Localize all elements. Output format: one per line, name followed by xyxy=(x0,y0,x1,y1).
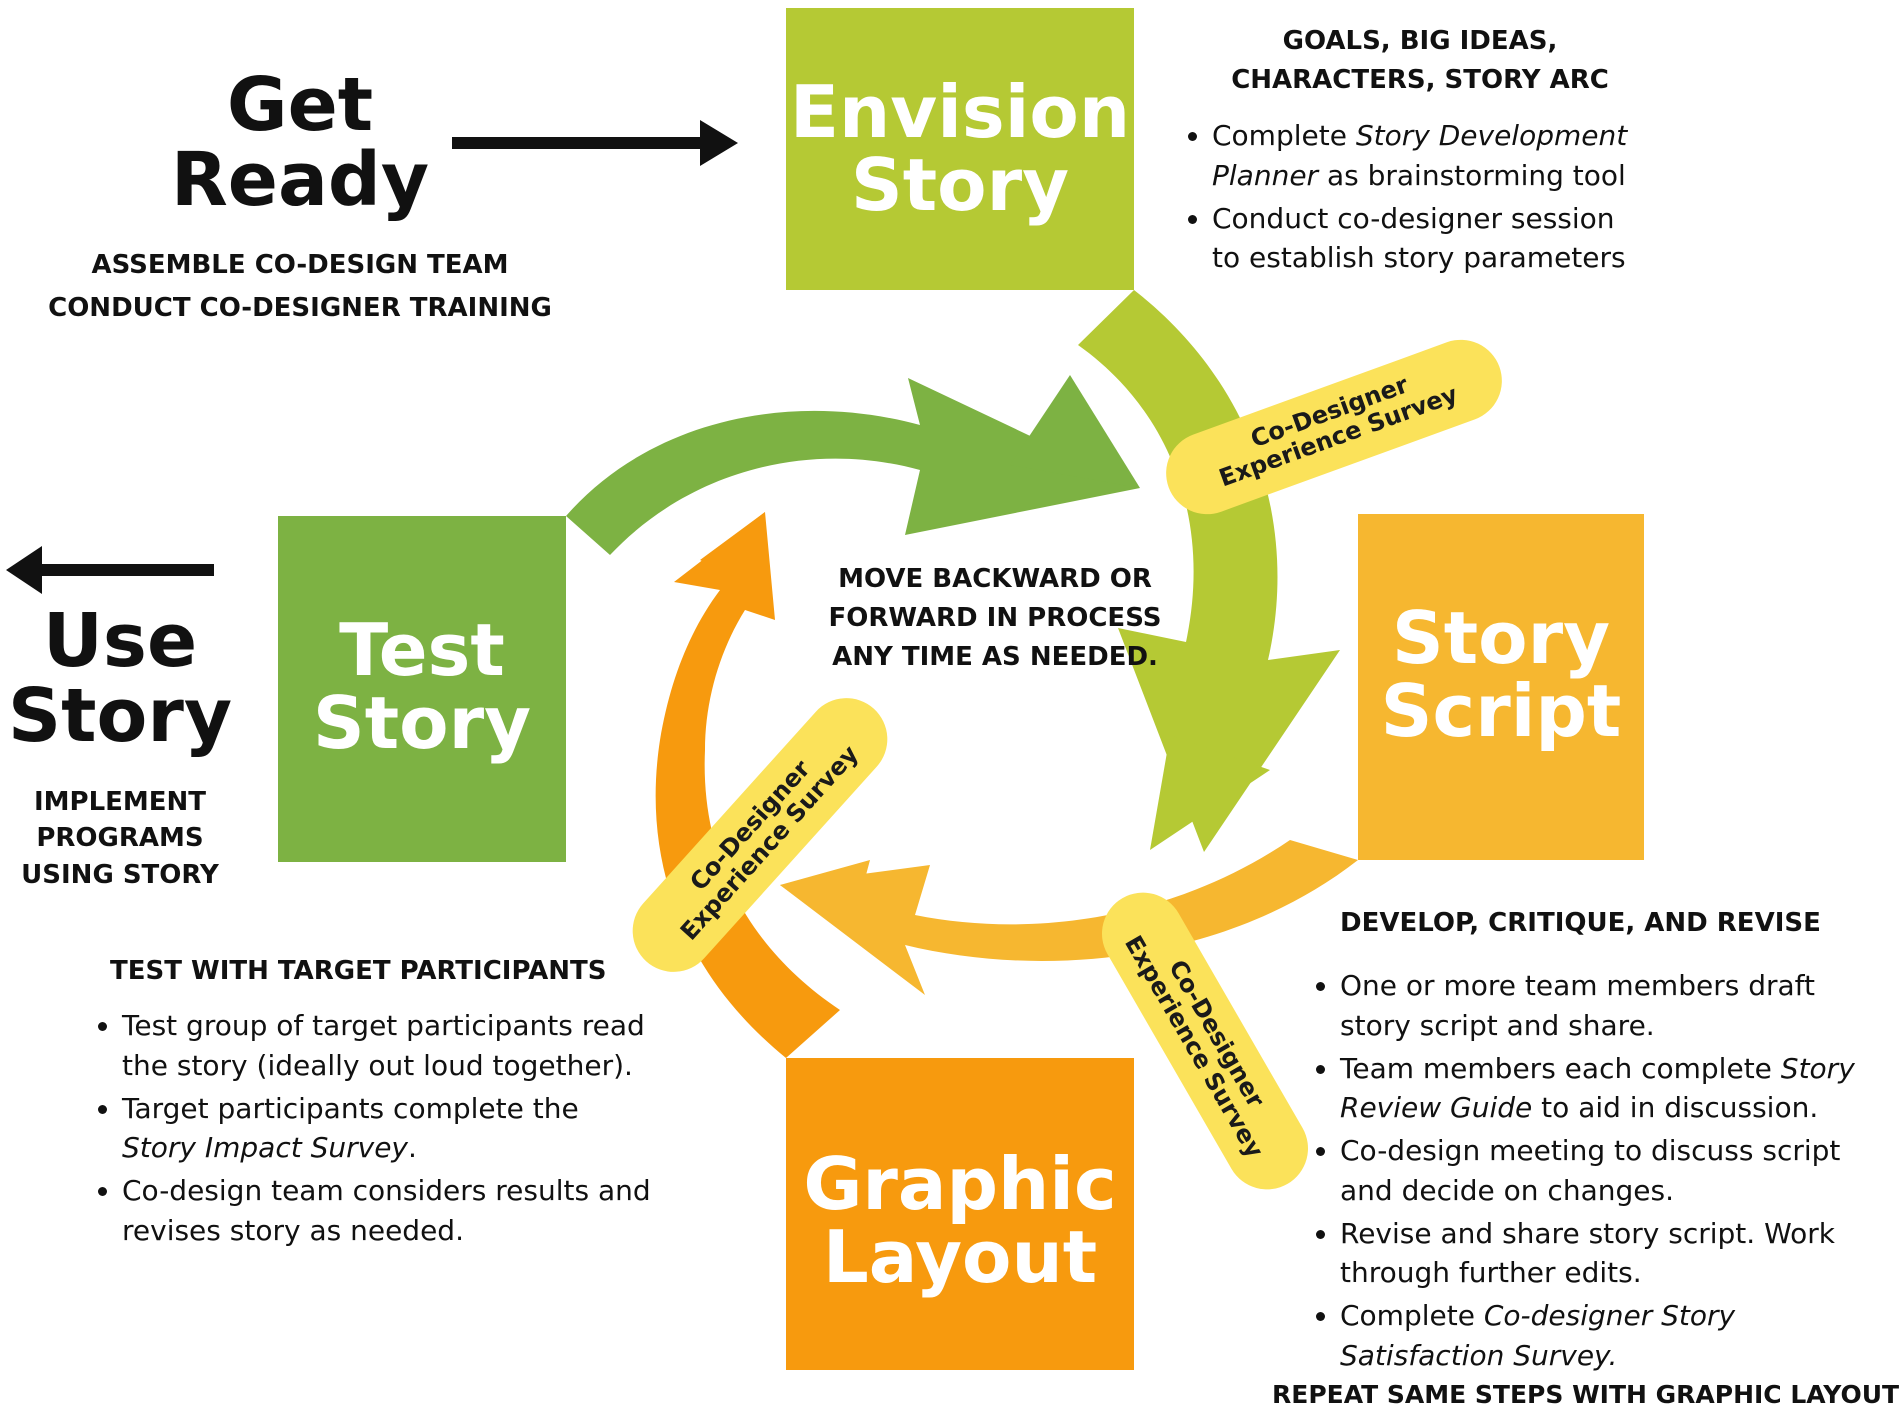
envision-story-title: Envision Story xyxy=(786,70,1134,228)
test-bullet: Target participants complete the Story I… xyxy=(122,1089,658,1169)
test-title-line1: Test xyxy=(339,608,505,692)
envision-bullet: Complete Story Development Planner as br… xyxy=(1212,116,1648,196)
use-story-line1: Use xyxy=(42,598,198,684)
use-story-step: PROGRAMS xyxy=(36,823,204,854)
test-bullet: Co-design team considers results and rev… xyxy=(122,1171,658,1251)
get-ready-title: Get Ready xyxy=(150,62,450,224)
envision-notes: Complete Story Development Planner as br… xyxy=(1178,116,1648,281)
script-title-line1: Story xyxy=(1391,596,1611,680)
envision-heading-line1: GOALS, BIG IDEAS, xyxy=(1282,26,1558,56)
center-line: MOVE BACKWARD OR xyxy=(838,564,1152,594)
use-story-step: IMPLEMENT xyxy=(33,787,207,817)
layout-title-line1: Graphic xyxy=(803,1142,1117,1226)
script-bullet: Revise and share story script. Work thro… xyxy=(1340,1214,1866,1294)
inner-arrowhead-script xyxy=(780,860,870,935)
test-heading: TEST WITH TARGET PARTICIPANTS xyxy=(110,956,607,986)
arrow-script-to-layout xyxy=(780,840,1358,995)
survey-pill-envision-script xyxy=(1166,339,1502,515)
get-ready-step: CONDUCT CO-DESIGNER TRAINING xyxy=(48,292,552,323)
inner-arrowhead-layout xyxy=(700,512,765,590)
inner-arrowhead-test xyxy=(1010,375,1140,488)
script-heading: DEVELOP, CRITIQUE, AND REVISE xyxy=(1340,908,1821,938)
survey-pill-script-layout xyxy=(1102,892,1308,1190)
center-instruction: MOVE BACKWARD OR FORWARD IN PROCESS ANY … xyxy=(800,560,1190,677)
center-line: ANY TIME AS NEEDED. xyxy=(832,642,1158,672)
survey-pill-test-layout xyxy=(632,698,888,972)
envision-title-line2: Story xyxy=(850,143,1070,228)
envision-heading: GOALS, BIG IDEAS, CHARACTERS, STORY ARC xyxy=(1160,22,1680,100)
script-bullet: Team members each complete Story Review … xyxy=(1340,1049,1866,1129)
test-title-line2: Story xyxy=(312,681,532,766)
test-story-box xyxy=(278,516,566,862)
story-script-title: Story Script xyxy=(1358,596,1644,754)
script-bullet: Complete Co-designer Story Satisfaction … xyxy=(1340,1296,1866,1376)
use-story-title: Use Story xyxy=(0,598,240,760)
get-ready-step: ASSEMBLE CO-DESIGN TEAM xyxy=(91,250,509,280)
use-story-step: USING STORY xyxy=(21,859,219,890)
center-line: FORWARD IN PROCESS xyxy=(828,603,1162,633)
test-notes: Test group of target participants read t… xyxy=(88,1006,658,1254)
script-bullet: Co-design meeting to discuss script and … xyxy=(1340,1131,1866,1211)
envision-title-line1: Envision xyxy=(789,70,1131,154)
graphic-layout-box xyxy=(786,1058,1134,1370)
get-ready-line2: Ready xyxy=(170,137,430,224)
use-story-arrow xyxy=(6,546,214,594)
script-title-line2: Script xyxy=(1380,669,1622,754)
script-footer: REPEAT SAME STEPS WITH GRAPHIC LAYOUT xyxy=(1272,1380,1900,1409)
script-bullet: One or more team members draft story scr… xyxy=(1340,966,1866,1046)
get-ready-arrow xyxy=(452,120,738,166)
arrow-test-to-envision xyxy=(566,378,1140,555)
envision-bullet: Conduct co-designer session to establish… xyxy=(1212,199,1648,279)
inner-arrowhead-envision xyxy=(1150,735,1270,850)
graphic-layout-title: Graphic Layout xyxy=(786,1142,1134,1300)
get-ready-steps: ASSEMBLE CO-DESIGN TEAM CONDUCT CO-DESIG… xyxy=(20,244,580,330)
envision-story-box xyxy=(786,8,1134,290)
layout-title-line2: Layout xyxy=(822,1215,1098,1300)
get-ready-line1: Get xyxy=(226,62,374,148)
arrow-envision-to-script xyxy=(1078,290,1340,852)
test-bullet: Test group of target participants read t… xyxy=(122,1006,658,1086)
use-story-steps: IMPLEMENT PROGRAMS USING STORY xyxy=(0,784,240,893)
script-notes: One or more team members draft story scr… xyxy=(1306,966,1866,1379)
use-story-line2: Story xyxy=(7,673,233,760)
story-script-box xyxy=(1358,514,1644,860)
envision-heading-line2: CHARACTERS, STORY ARC xyxy=(1231,65,1609,95)
test-story-title: Test Story xyxy=(278,608,566,766)
